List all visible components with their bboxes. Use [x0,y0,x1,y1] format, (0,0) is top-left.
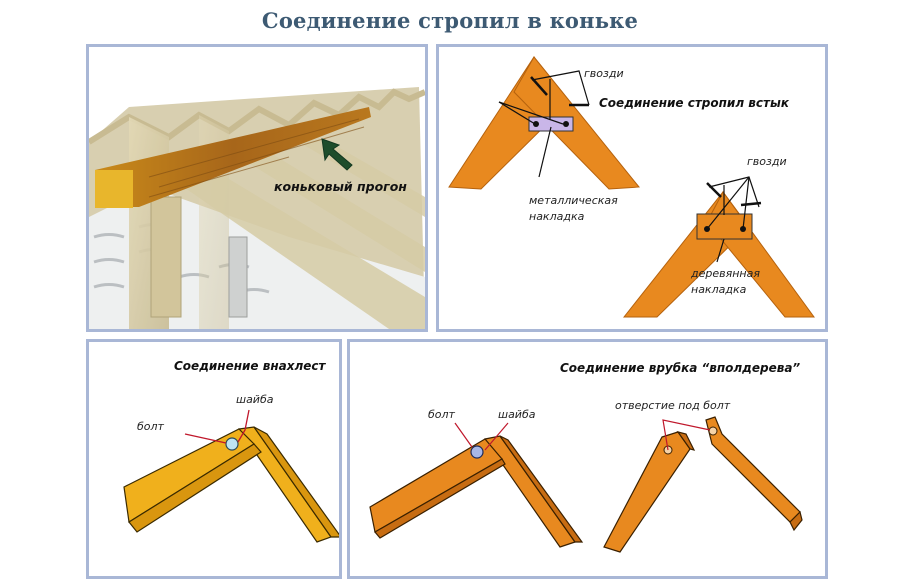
nails-label-1: гвозди [584,67,624,80]
ridge-purlin-beam [95,107,371,207]
overlap-rafters [123,426,339,543]
nail-leaders-1 [498,70,590,178]
bolt-washer-icon [225,437,239,451]
butt-joint-panel: гвозди Соединение стропил встык металлич… [436,44,828,332]
hole-label: отверстие под болт [615,399,731,412]
front-rafters [169,139,425,329]
half-lap-joint-panel: Соединение врубка “вполдерева” болт шайб… [347,339,828,579]
nail-leaders-2 [706,176,762,263]
half-lap-joint-heading: Соединение врубка “вполдерева” [560,361,800,375]
half-lap-leaders-1 [454,422,509,451]
hole-icon-2 [708,426,718,436]
bolt-icon [470,445,484,459]
overlap-joint-diagram: Соединение внахлест болт шайба [123,359,339,543]
ridge-purlin-panel: коньковый прогон [86,44,428,332]
ridge-purlin-illustration: коньковый прогон [89,87,425,329]
rafter-pair-metal [448,56,640,190]
overlap-joint-panel: Соединение внахлест болт шайба [86,339,342,579]
beam-grain [148,118,365,198]
overlap-joint-heading: Соединение внахлест [174,359,326,373]
page-title: Соединение стропил в коньке [261,8,639,33]
rafter-pair-wood [622,191,815,318]
wood-plate-label-line1: деревянная [690,267,760,280]
overlap-bolt-label: болт [137,420,165,433]
post-back [228,236,248,318]
half-lap-joint-diagram: Соединение врубка “вполдерева” болт шайб… [369,361,803,553]
post [150,196,182,318]
overlap-leaders [184,409,250,444]
butt-joint-heading: Соединение стропил встык [599,96,790,110]
half-lap-washer-label: шайба [498,408,536,421]
half-lap-leaders-2 [662,419,711,451]
metal-plate-label-line2: накладка [529,210,585,223]
butt-joint-diagram: гвозди Соединение стропил встык металлич… [448,56,815,318]
separated-rafters [603,416,803,553]
green-arrow-icon [321,138,353,171]
rafter-peaks [89,88,425,145]
ridge-purlin-label: коньковый прогон [274,179,407,194]
nails-label-2: гвозди [747,155,787,168]
overlap-washer-label: шайба [236,393,274,406]
ridge-purlin-end [95,170,133,208]
joined-rafters [369,435,584,548]
half-lap-bolt-label: болт [428,408,456,421]
wood-plate-label-line2: накладка [691,283,747,296]
metal-plate [528,116,574,132]
metal-plate-label-line1: металлическая [529,194,618,207]
